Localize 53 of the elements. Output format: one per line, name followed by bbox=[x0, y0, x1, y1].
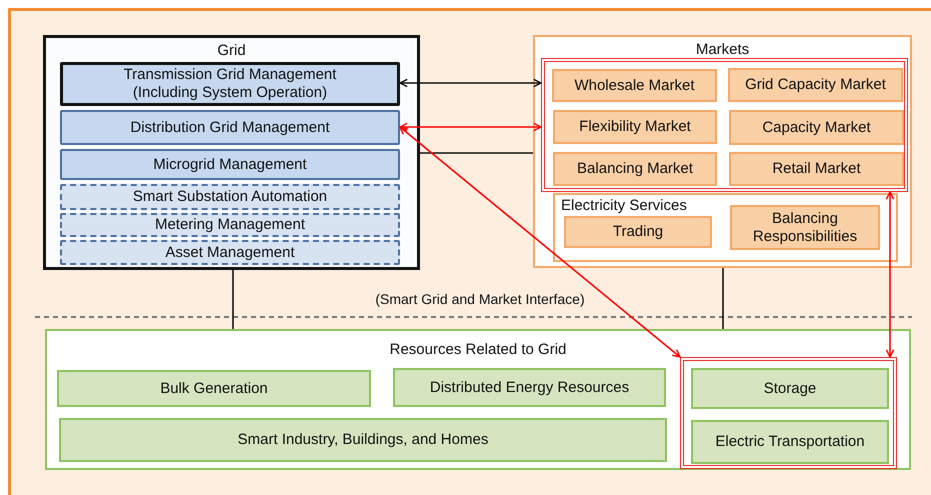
connector-arrow bbox=[399, 126, 681, 358]
highlight-frame bbox=[541, 58, 908, 192]
interface-label: (Smart Grid and Market Interface) bbox=[374, 291, 586, 307]
box-label: Wholesale Market bbox=[574, 76, 695, 94]
box-label: Metering Management bbox=[154, 216, 306, 234]
process-box bbox=[553, 110, 717, 144]
group-panel bbox=[533, 35, 912, 268]
connector-arrow bbox=[886, 191, 894, 358]
box-label: Bulk Generation bbox=[160, 380, 268, 398]
process-box bbox=[691, 420, 889, 464]
process-box bbox=[564, 216, 712, 248]
highlight-frame bbox=[680, 357, 897, 469]
group-panel bbox=[553, 193, 898, 262]
group-panel bbox=[45, 329, 911, 470]
process-box bbox=[60, 110, 400, 145]
process-box bbox=[60, 213, 400, 237]
connector-arrow bbox=[399, 78, 542, 88]
box-label: Distribution Grid Management bbox=[130, 118, 330, 136]
process-box bbox=[57, 370, 371, 407]
box-label: Capacity Market bbox=[762, 118, 871, 136]
process-box bbox=[729, 152, 904, 186]
box-label: Asset Management bbox=[165, 244, 295, 262]
process-box bbox=[728, 68, 903, 102]
process-box bbox=[553, 152, 717, 186]
group-title: Markets bbox=[694, 41, 750, 59]
box-label: Electric Transportation bbox=[715, 433, 865, 451]
process-box bbox=[393, 368, 666, 407]
box-label: Microgrid Management bbox=[153, 156, 307, 174]
box-label: Retail Market bbox=[772, 160, 861, 178]
group-title: Grid bbox=[216, 42, 247, 60]
box-label: Trading bbox=[612, 223, 664, 241]
connector-arrow bbox=[399, 122, 542, 132]
box-label: Balancing Market bbox=[577, 160, 693, 178]
group-title: Resources Related to Grid bbox=[388, 341, 568, 359]
box-label: Storage bbox=[764, 380, 816, 398]
process-box bbox=[59, 418, 667, 462]
box-label: Smart Substation Automation bbox=[132, 188, 328, 206]
process-box bbox=[60, 62, 400, 106]
group-title: Electricity Services bbox=[561, 197, 688, 215]
process-box bbox=[552, 69, 717, 102]
process-box bbox=[730, 205, 880, 250]
process-box bbox=[691, 368, 889, 409]
process-box bbox=[60, 240, 400, 265]
group-panel bbox=[43, 35, 420, 270]
process-box bbox=[60, 149, 400, 180]
box-label: Distributed Energy Resources bbox=[430, 378, 630, 396]
box-label: Flexibility Market bbox=[579, 118, 691, 136]
box-label: Transmission Grid Management (Including System Operation) bbox=[122, 66, 338, 102]
process-box bbox=[729, 110, 904, 145]
process-box bbox=[60, 184, 400, 210]
box-label: Grid Capacity Market bbox=[745, 76, 886, 94]
box-label: Smart Industry, Buildings, and Homes bbox=[238, 431, 488, 449]
box-label: Balancing Responsibilities bbox=[752, 210, 858, 246]
